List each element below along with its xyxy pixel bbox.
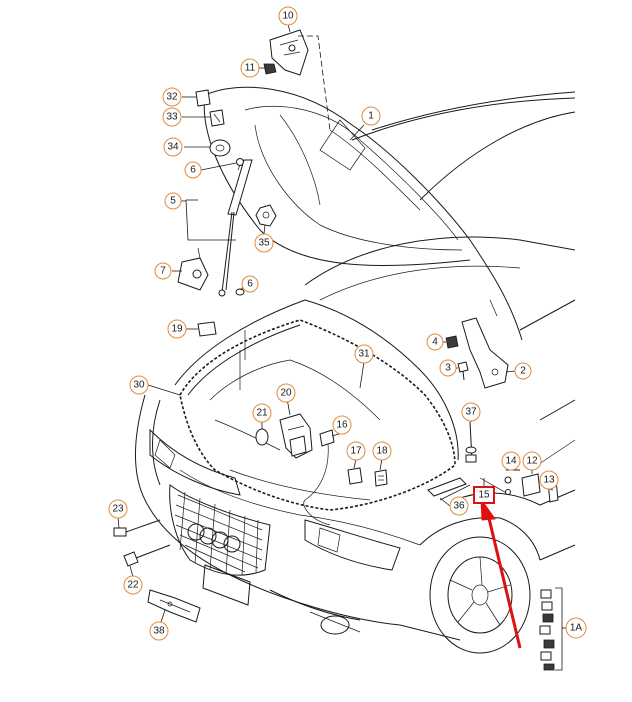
bracket-part-7 bbox=[177, 247, 209, 291]
svg-text:7: 7 bbox=[160, 266, 166, 277]
pin-part-37 bbox=[465, 421, 477, 463]
callout-20[interactable]: 20 bbox=[276, 383, 296, 403]
clip-part-19 bbox=[197, 321, 217, 337]
svg-text:17: 17 bbox=[350, 446, 362, 457]
callout-2[interactable]: 2 bbox=[514, 362, 532, 380]
callout-6-top[interactable]: 6 bbox=[184, 161, 202, 179]
clip-part-6-bottom bbox=[235, 288, 245, 296]
svg-text:3: 3 bbox=[445, 363, 451, 374]
svg-text:11: 11 bbox=[245, 63, 256, 74]
svg-text:30: 30 bbox=[133, 380, 145, 391]
washer-part-34 bbox=[209, 139, 231, 157]
callout-16[interactable]: 16 bbox=[332, 415, 352, 435]
hinge-part-2 bbox=[461, 299, 509, 389]
clip-part-17 bbox=[347, 467, 363, 485]
bolt-part-11 bbox=[263, 63, 277, 75]
svg-text:2: 2 bbox=[520, 366, 526, 377]
callout-34[interactable]: 34 bbox=[163, 137, 183, 157]
svg-text:33: 33 bbox=[166, 112, 178, 123]
svg-text:35: 35 bbox=[258, 238, 270, 249]
callout-12[interactable]: 12 bbox=[522, 451, 542, 471]
svg-text:6: 6 bbox=[247, 279, 253, 290]
svg-text:36: 36 bbox=[453, 501, 465, 512]
svg-text:37: 37 bbox=[465, 407, 477, 418]
screw-part-22 bbox=[123, 544, 171, 567]
nut-part-4 bbox=[445, 335, 459, 349]
svg-text:20: 20 bbox=[280, 388, 292, 399]
svg-text:31: 31 bbox=[358, 349, 370, 360]
callout-35[interactable]: 35 bbox=[254, 233, 274, 253]
svg-text:1A: 1A bbox=[570, 623, 583, 634]
callout-7[interactable]: 7 bbox=[154, 262, 172, 280]
svg-text:1: 1 bbox=[368, 111, 374, 122]
svg-text:16: 16 bbox=[336, 420, 348, 431]
callout-31[interactable]: 31 bbox=[354, 344, 374, 364]
callout-1[interactable]: 1 bbox=[361, 106, 381, 126]
bracket-part-38 bbox=[147, 589, 201, 623]
callout-3[interactable]: 3 bbox=[439, 359, 457, 377]
callout-30[interactable]: 30 bbox=[129, 375, 149, 395]
callout-33[interactable]: 33 bbox=[162, 107, 182, 127]
svg-text:12: 12 bbox=[526, 456, 538, 467]
svg-text:6: 6 bbox=[190, 165, 196, 176]
hinge-part-10 bbox=[269, 29, 309, 76]
clip-part-33 bbox=[209, 109, 225, 127]
callout-37[interactable]: 37 bbox=[461, 402, 481, 422]
callout-15-highlighted[interactable]: 15 bbox=[473, 486, 495, 504]
gas-strut-part-5 bbox=[185, 159, 253, 297]
callout-14[interactable]: 14 bbox=[501, 451, 521, 471]
callout-22[interactable]: 22 bbox=[123, 575, 143, 595]
svg-text:13: 13 bbox=[543, 475, 555, 486]
svg-text:14: 14 bbox=[505, 456, 517, 467]
screw-part-23 bbox=[113, 519, 161, 537]
svg-text:21: 21 bbox=[256, 408, 268, 419]
callout-11[interactable]: 11 bbox=[240, 58, 260, 78]
callout-21[interactable]: 21 bbox=[252, 403, 272, 423]
svg-text:18: 18 bbox=[376, 446, 388, 457]
clip-part-18 bbox=[374, 469, 388, 487]
svg-text:23: 23 bbox=[112, 504, 124, 515]
svg-text:38: 38 bbox=[153, 626, 165, 637]
svg-text:19: 19 bbox=[171, 324, 183, 335]
callout-19[interactable]: 19 bbox=[167, 319, 187, 339]
svg-text:22: 22 bbox=[127, 580, 139, 591]
callout-6-bottom[interactable]: 6 bbox=[241, 275, 259, 293]
bump-stop-part-32 bbox=[195, 89, 211, 107]
bolt-part-3 bbox=[457, 361, 469, 381]
callout-18[interactable]: 18 bbox=[372, 441, 392, 461]
callout-10[interactable]: 10 bbox=[278, 6, 298, 26]
car-body-drawing bbox=[135, 86, 576, 654]
svg-text:5: 5 bbox=[170, 196, 176, 207]
svg-text:34: 34 bbox=[167, 142, 179, 153]
callout-38[interactable]: 38 bbox=[149, 621, 169, 641]
callout-5[interactable]: 5 bbox=[164, 192, 182, 210]
callout-17[interactable]: 17 bbox=[346, 441, 366, 461]
svg-text:4: 4 bbox=[432, 337, 438, 348]
svg-text:15: 15 bbox=[478, 490, 490, 501]
highlight-arrow bbox=[480, 497, 522, 649]
hood-latch-parts-20-21 bbox=[255, 413, 313, 459]
hood-stay-part-36 bbox=[427, 477, 471, 501]
callout-1A[interactable]: 1A bbox=[565, 617, 587, 639]
callout-4[interactable]: 4 bbox=[426, 333, 444, 351]
callout-23[interactable]: 23 bbox=[108, 499, 128, 519]
callout-32[interactable]: 32 bbox=[162, 87, 182, 107]
callout-13[interactable]: 13 bbox=[539, 470, 559, 490]
svg-text:10: 10 bbox=[282, 11, 294, 22]
callout-36[interactable]: 36 bbox=[449, 496, 469, 516]
svg-text:32: 32 bbox=[166, 92, 178, 103]
cable-part-16 bbox=[303, 429, 335, 526]
fastener-kit-part-1A bbox=[539, 587, 563, 671]
grommet-part-35 bbox=[255, 204, 277, 227]
